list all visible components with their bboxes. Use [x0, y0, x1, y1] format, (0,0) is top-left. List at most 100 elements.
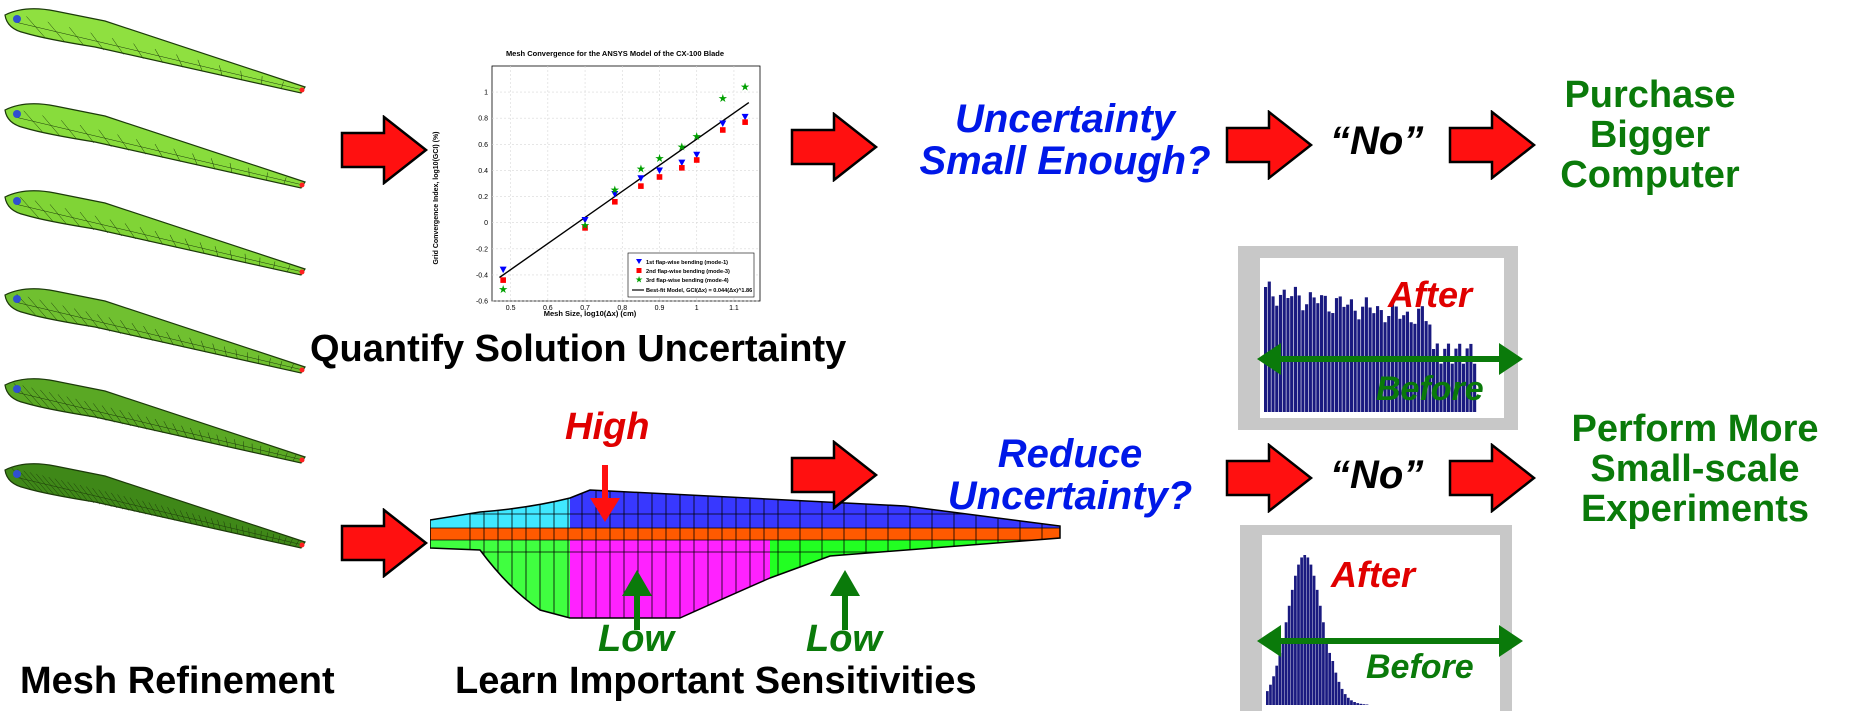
chart-fit-line [499, 101, 750, 279]
blade-mesh-line [14, 301, 304, 371]
histogram-bottom-bar [1306, 557, 1310, 705]
outcome-purchase-line-3: Computer [1560, 153, 1740, 196]
histogram-bottom-bar [1315, 589, 1319, 705]
label-after-top: After [1388, 274, 1473, 315]
question-reduce-line-2: Uncertainty? [947, 474, 1193, 518]
histogram-top-bar [1469, 343, 1473, 412]
histogram-top-bar [1312, 297, 1316, 412]
histogram-top-bar [1320, 295, 1324, 412]
histogram-top-bar [1297, 295, 1301, 412]
question-small-line-2: Small Enough? [919, 139, 1211, 183]
histogram-bottom-bar [1318, 605, 1322, 705]
chart-ytick-label: -0.6 [476, 299, 488, 306]
histogram-top-bar [1435, 343, 1439, 412]
legend-label: Best-fit Model, GCI(Δx) = 0.044(Δx)^1.86 [646, 288, 752, 294]
histogram-top-bar [1409, 322, 1413, 412]
chart-point-mode1 [678, 159, 686, 167]
outcome-purchase: Purchase Bigger Computer [1545, 75, 1755, 196]
label-low-2: Low [806, 618, 882, 660]
histogram-bottom-bar [1284, 622, 1288, 705]
blade-sensitivity-graphic [430, 465, 1061, 630]
chart-ytick-label: 1 [484, 90, 488, 97]
histogram-top-bar [1286, 298, 1290, 412]
blade-mesh-line [14, 391, 304, 461]
histogram-bottom-bar [1303, 555, 1307, 705]
histogram-bottom-bar [1346, 697, 1350, 705]
chart-point-mode3 [719, 127, 726, 133]
histogram-top-bar [1308, 292, 1312, 412]
histogram-top-bar [1357, 319, 1361, 412]
chart-ytick-label: 0.2 [478, 194, 488, 201]
convergence-chart-svg: Mesh Convergence for the ANSYS Model of … [433, 49, 761, 318]
label-after-bottom: After [1331, 554, 1416, 595]
blade-root-marker [13, 470, 21, 478]
histogram-top-bar [1428, 324, 1432, 412]
chart-xtick-label: 0.7 [580, 305, 590, 312]
blade-root-marker [13, 110, 21, 118]
arrow-to-perform [1448, 443, 1537, 513]
blade-tip-marker [299, 542, 305, 548]
chart-title: Mesh Convergence for the ANSYS Model of … [506, 49, 724, 58]
question-reduce-line-1: Reduce [997, 432, 1143, 476]
histogram-top-bar [1293, 286, 1297, 412]
blade-mesh-outline [4, 463, 306, 549]
answer-no-bottom: “No” [1330, 453, 1424, 497]
histogram-top-bar [1473, 363, 1477, 412]
chart-xtick-label: 0.5 [506, 305, 516, 312]
histogram-top-bar [1364, 297, 1368, 412]
blade-mesh-5 [4, 378, 306, 464]
label-quantify: Quantify Solution Uncertainty [310, 328, 847, 370]
histogram-bottom-bar [1272, 676, 1275, 705]
histogram-bottom-bar [1290, 589, 1294, 705]
blade-tip-marker [299, 182, 305, 188]
chart-point-mode3 [500, 277, 506, 283]
chart-point-mode3 [612, 198, 618, 205]
chart-ylabel: Grid Convergence Index, log10(GCI) (%) [433, 131, 440, 264]
legend-label: 1st flap-wise bending (mode-1) [646, 260, 728, 266]
histogram-bottom-bar [1353, 702, 1356, 705]
question-small-enough: Uncertainty Small Enough? [900, 98, 1230, 182]
histogram-bottom-bar [1340, 688, 1344, 705]
histogram-top-bar [1282, 289, 1286, 412]
histogram-bottom-bar [1331, 661, 1335, 705]
blade-mesh-outline [4, 190, 306, 276]
question-small-line-1: Uncertainty [954, 97, 1176, 141]
histogram-top-bar [1338, 296, 1342, 412]
blade-root-marker [13, 295, 21, 303]
histogram-bottom-bar [1309, 564, 1313, 705]
chart-point-mode1 [499, 266, 507, 274]
chart-point-mode4: ★ [740, 81, 750, 93]
histogram-bottom-bar [1350, 700, 1353, 705]
histogram-top-bar [1323, 295, 1327, 412]
blade-mesh-6 [4, 463, 306, 549]
chart-xtick-label: 0.9 [655, 305, 665, 312]
chart-point-mode4: ★ [610, 185, 620, 197]
arrow-to-sensitivities [340, 508, 429, 578]
chart-point-mode1 [656, 167, 663, 174]
histogram-bottom-bar [1325, 638, 1328, 705]
chart-point-mode3 [656, 174, 663, 180]
chart-ytick-label: -0.2 [476, 246, 488, 253]
histogram-top-bar [1443, 348, 1447, 412]
arrow-to-no-bottom [1225, 443, 1314, 513]
blade-mesh-line [14, 116, 304, 186]
histogram-bottom-bar [1278, 652, 1282, 705]
chart-point-mode4: ★ [718, 93, 728, 105]
histogram-top-bar [1264, 287, 1268, 412]
chart-point-mode1 [581, 217, 589, 224]
histogram-bottom-bar [1281, 638, 1285, 705]
blade-tip-marker [299, 87, 305, 93]
histogram-top-bar [1450, 363, 1454, 412]
legend-label: 2nd flap-wise bending (mode-3) [646, 269, 730, 275]
blade-mesh-4 [4, 288, 306, 374]
histogram-top-bar [1331, 313, 1335, 412]
chart-point-mode1 [637, 175, 645, 182]
chart-point-mode3 [742, 119, 748, 125]
chart-point-mode4: ★ [636, 164, 646, 176]
blade-meshes-graphic [4, 8, 306, 549]
range-arrow-bottom [1257, 625, 1523, 657]
chart-point-mode4: ★ [692, 131, 702, 143]
chart-point-mode3 [638, 183, 644, 189]
blade-root-marker [13, 15, 21, 23]
histogram-top-bar [1372, 313, 1376, 412]
